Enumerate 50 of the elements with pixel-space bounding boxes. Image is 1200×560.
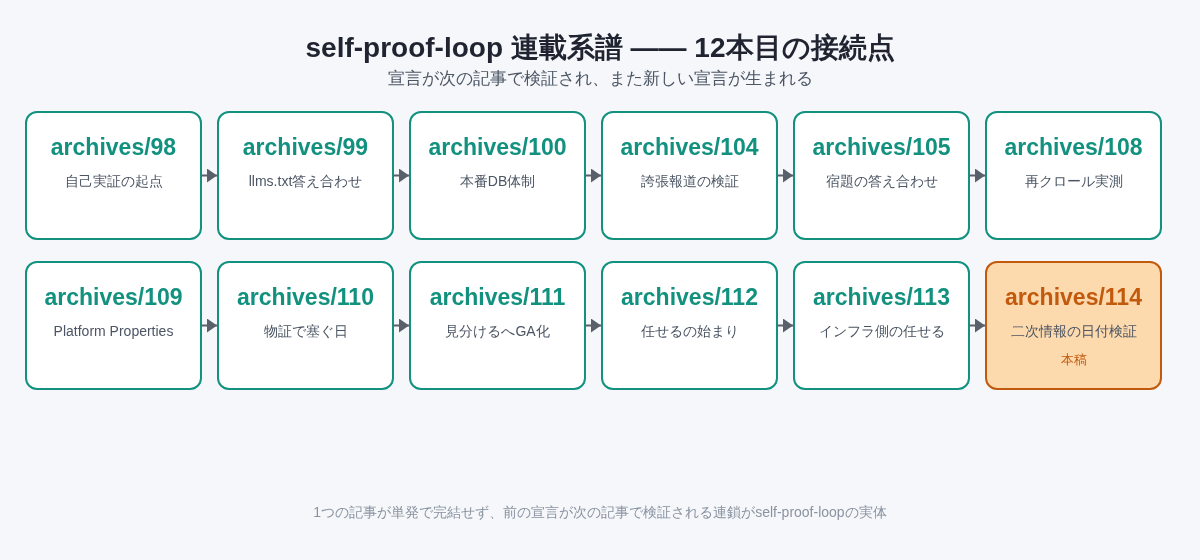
arrow [969,318,986,333]
article-card [25,111,202,240]
arrow [777,168,794,183]
article-path: archives/113 [813,283,950,311]
article-card [25,261,202,390]
article-path: archives/98 [50,133,177,161]
article-topic: 見分けるへGA化 [444,322,551,341]
article-path: archives/109 [44,283,183,311]
article-path: archives/112 [621,283,758,311]
arrow [585,318,602,333]
article-topic: 本番DB体制 [458,172,537,191]
article-topic: 自己実証の起点 [63,172,164,191]
article-topic: インフラ側の任せる [817,322,946,341]
article-path: archives/99 [242,133,369,161]
article-path: archives/108 [1004,133,1143,161]
article-topic: Platform Properties [52,322,175,341]
subtitle: 宣言が次の記事で検証され、また新しい宣言が生まれる [387,68,813,90]
arrow [969,168,986,183]
article-card [217,261,394,390]
arrow [201,168,218,183]
article-topic: llms.txt答え合わせ [247,172,364,191]
article-topic: 宿題の答え合わせ [824,172,939,191]
article-topic: 再クロール実測 [1023,172,1124,191]
article-path: archives/114 [1005,283,1142,311]
article-topic: 二次情報の日付検証 [1009,322,1138,341]
article-topic: 誇張報道の検証 [639,172,740,191]
arrow [393,168,410,183]
article-card [985,111,1162,240]
article-card [793,111,970,240]
article-card [409,111,586,240]
arrow [777,318,794,333]
article-card [601,261,778,390]
arrow [393,318,410,333]
arrow [201,318,218,333]
highlighted-card [985,261,1162,390]
diagram-title: self-proof-loop 連載系譜 —— 12本目の接続点 [305,31,895,65]
article-card [409,261,586,390]
article-path: archives/111 [429,283,566,311]
article-topic: 物証で塞ぐ日 [262,322,349,341]
note-label: 本稿 [1060,351,1087,369]
article-path: archives/105 [812,133,951,161]
article-path: archives/110 [237,283,374,311]
caption: 1つの記事が単発で完結せず、前の宣言が次の記事で検証される連鎖がself-proof-loopの実体 [313,503,887,522]
article-card [601,111,778,240]
article-path: archives/104 [620,133,759,161]
article-card [793,261,970,390]
arrow [585,168,602,183]
article-topic: 任せるの始まり [639,322,740,341]
article-card [217,111,394,240]
article-path: archives/100 [428,133,567,161]
